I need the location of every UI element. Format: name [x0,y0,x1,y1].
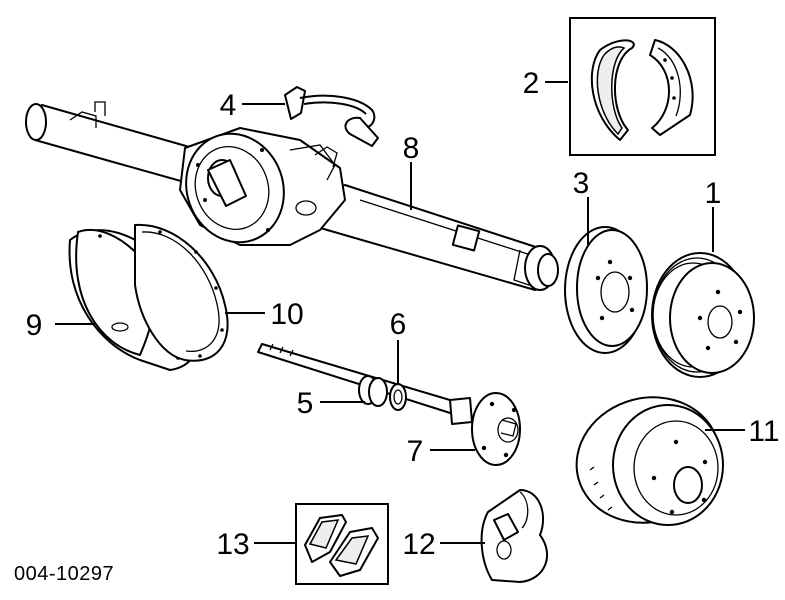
callout-labels: 1 2 3 4 5 6 7 8 9 10 11 12 13 [26,67,780,561]
callout-10: 10 [270,298,303,331]
callout-5: 5 [297,387,314,420]
callout-3: 3 [573,167,590,200]
callout-4: 4 [220,89,237,122]
leader-lines [55,81,745,544]
vent-hose[interactable] [284,86,379,147]
callout-12: 12 [402,528,435,561]
axle-seal[interactable] [389,383,407,411]
brake-shoes-box[interactable] [569,17,716,156]
callout-1: 1 [705,177,722,210]
brake-pads-box[interactable] [295,503,389,585]
axle-housing[interactable] [25,101,559,291]
axle-bearing[interactable] [358,375,388,407]
callout-11: 11 [748,415,779,448]
callout-6: 6 [390,308,407,341]
callout-9: 9 [26,309,43,342]
callout-7: 7 [407,435,424,468]
cover-gasket[interactable] [134,223,229,362]
backing-plate[interactable] [564,226,648,354]
callout-8: 8 [403,132,420,165]
brake-caliper[interactable] [480,489,549,583]
brake-rotor[interactable] [562,381,733,538]
callout-2: 2 [523,67,540,100]
callout-13: 13 [216,528,249,561]
brake-drum[interactable] [651,252,755,378]
drawing-code: 004-10297 [14,563,114,585]
